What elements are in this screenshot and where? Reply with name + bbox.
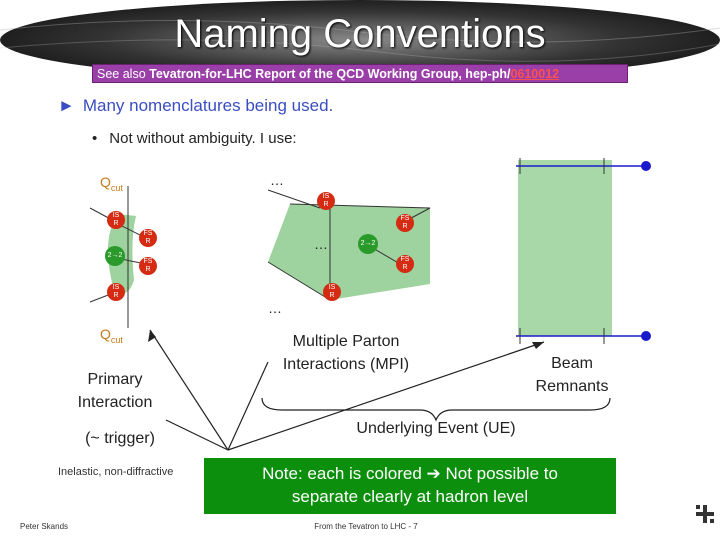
bullet-level1-text: Many nomenclatures being used.: [82, 96, 334, 115]
isr-node-label-3: IS R: [322, 193, 330, 208]
ellipsis-bottom: …: [268, 300, 282, 316]
underlying-event-label: Underlying Event (UE): [356, 420, 516, 437]
beam-dot-bottom: [641, 331, 651, 341]
triangle-right-icon: ►: [58, 96, 75, 115]
hard-node-label-2: 2→2: [360, 240, 376, 247]
mpi-blob: [268, 204, 430, 300]
subtitle-report: Tevatron-for-LHC Report of the QCD Worki…: [149, 67, 511, 81]
note-line1: Note: each is colored ➔ Not possible to: [262, 464, 558, 483]
beam-lines: [516, 165, 646, 337]
title-band: [0, 0, 720, 70]
isr-node-label-4: IS R: [328, 284, 336, 299]
beam-dot-top: [641, 161, 651, 171]
isr-node-label-2: IS R: [112, 284, 120, 299]
primary-nodes: [105, 211, 157, 301]
subtitle-reference: See also Tevatron-for-LHC Report of the …: [92, 64, 628, 83]
subtitle-prefix: See also: [97, 67, 150, 81]
footer-author: Peter Skands: [20, 522, 69, 531]
beam-remnants-label: Beam Remnants: [535, 355, 609, 395]
ellipsis-middle: …: [314, 236, 328, 252]
title-background: [0, 0, 720, 70]
mpi-lines: [267, 189, 431, 301]
bullet-level1: ► Many nomenclatures being used.: [58, 96, 333, 116]
inelastic-label: Inelastic, non-diffractive: [58, 466, 174, 478]
bullet-level2: • Not without ambiguity. I use:: [92, 130, 297, 147]
bullet-dot-icon: •: [92, 130, 98, 147]
pointer-lines: [149, 329, 545, 451]
hard-node-label-1: 2→2: [107, 252, 123, 259]
fsr-node-label-1: FS R: [143, 230, 153, 245]
fsr-node-label-4: FS R: [400, 256, 410, 271]
note-box: Note: each is colored ➔ Not possible to …: [204, 458, 616, 514]
note-line2: separate clearly at hadron level: [291, 487, 529, 506]
ellipsis-top: …: [270, 172, 284, 188]
mpi-nodes: [317, 192, 414, 301]
qcut-bottom: Qcut: [100, 326, 123, 345]
arrowhead-primary: [148, 330, 156, 342]
footer-center: From the Tevatron to LHC - 7: [314, 522, 418, 531]
fermilab-logo-icon: [696, 505, 714, 523]
beam-band: [518, 160, 612, 336]
isr-node-label-1: IS R: [112, 212, 120, 227]
fsr-node-label-2: FS R: [143, 258, 153, 273]
slide-title: Naming Conventions: [174, 12, 546, 56]
arrowhead-beam: [532, 342, 544, 349]
primary-interaction-label: Primary Interaction: [77, 371, 153, 411]
bullet-level2-text: Not without ambiguity. I use:: [109, 130, 297, 147]
fsr-node-label-3: FS R: [400, 215, 410, 230]
qcut-top: Qcut: [100, 174, 123, 193]
trigger-label: (~ trigger): [85, 430, 155, 447]
beam-ticks: [519, 158, 605, 344]
ue-brace: [261, 397, 611, 422]
mpi-label: Multiple Parton Interactions (MPI): [282, 333, 410, 373]
subtitle-link[interactable]: 0610012: [510, 67, 560, 81]
